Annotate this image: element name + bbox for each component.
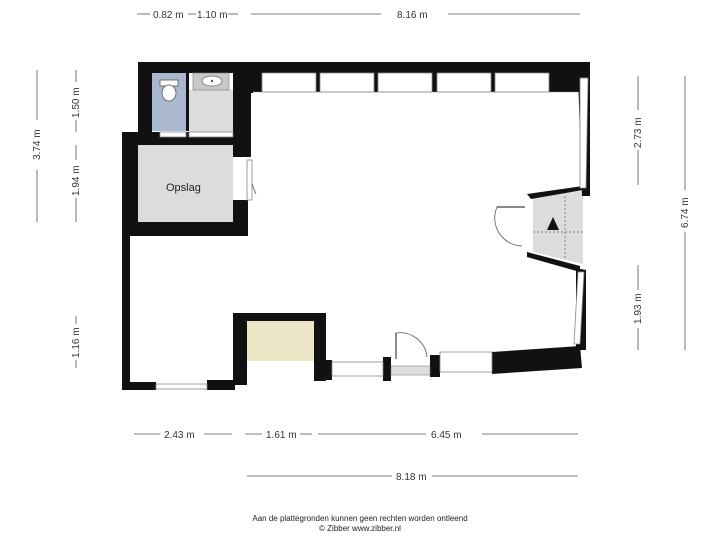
toilet-icon bbox=[159, 79, 179, 102]
stair-floor bbox=[533, 191, 583, 264]
dim-right-bottom: 1.93 m bbox=[633, 293, 644, 324]
dim-bottom-c: 6.45 m bbox=[431, 430, 462, 441]
dim-bottom-a: 2.43 m bbox=[164, 430, 195, 441]
dimension-lines bbox=[36, 13, 686, 477]
storage-room-label: Opslag bbox=[166, 182, 201, 194]
dimension-labels: 0.82 m 1.10 m 8.16 m 3.74 m 1.50 m 1.94 … bbox=[32, 10, 691, 483]
dim-top-left-b: 1.10 m bbox=[197, 10, 228, 21]
dim-top-left-a: 0.82 m bbox=[153, 10, 184, 21]
stair-arrow-icon bbox=[533, 196, 583, 258]
windows bbox=[155, 72, 589, 390]
washroom-floor bbox=[189, 90, 233, 132]
dim-left-inner-top: 1.50 m bbox=[71, 87, 82, 118]
footer-disclaimer: Aan de plattegronden kunnen geen rechten… bbox=[252, 514, 468, 523]
dim-bottom-b: 1.61 m bbox=[266, 430, 297, 441]
storage-room-floor bbox=[137, 145, 233, 223]
dim-left-inner-bottom: 1.16 m bbox=[71, 327, 82, 358]
sink-icon bbox=[192, 72, 230, 91]
dim-right-outer: 6.74 m bbox=[680, 197, 691, 228]
bay-door bbox=[494, 206, 525, 247]
dim-top-main: 8.16 m bbox=[397, 10, 428, 21]
counter-block bbox=[247, 316, 314, 361]
dim-right-top: 2.73 m bbox=[633, 117, 644, 148]
dim-left-inner-mid: 1.94 m bbox=[71, 165, 82, 196]
storage-door bbox=[251, 183, 257, 195]
dim-left-outer: 3.74 m bbox=[32, 129, 43, 160]
footer-copyright: © Zibber www.zibber.nl bbox=[319, 524, 401, 533]
dim-bottom-total: 8.18 m bbox=[396, 472, 427, 483]
entrance-door bbox=[390, 332, 431, 376]
